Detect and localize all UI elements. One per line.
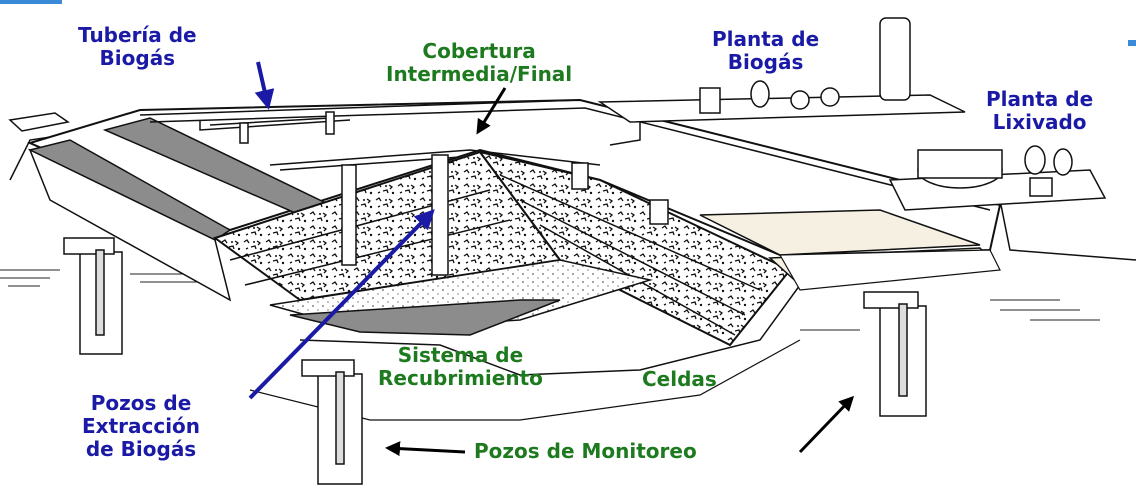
cell-divider-lines xyxy=(229,174,761,336)
gas-plant-label: Planta de Biogás xyxy=(712,28,819,74)
liner-system xyxy=(289,299,561,336)
leachate-plant-label-line-1: Planta de xyxy=(986,87,1094,111)
monitoring-well-left xyxy=(63,237,123,355)
liner-label: Sistema de Recubrimiento xyxy=(378,344,543,390)
gas-plant-label-line-2: Biogás xyxy=(727,50,804,74)
cells-label: Celdas xyxy=(642,367,717,391)
extraction-wells-label-line-2: Extracción xyxy=(82,414,201,438)
edge-accent-bar xyxy=(1128,40,1136,46)
leachate-plant xyxy=(888,145,1107,211)
gas-pipes xyxy=(139,99,1001,211)
extraction-wells-label-line-3: de Biogás xyxy=(85,437,197,461)
cover-label-line-1: Cobertura xyxy=(422,39,536,63)
right-slope xyxy=(778,249,1001,291)
extraction-wells xyxy=(239,111,669,276)
monitoring-arrow-left xyxy=(385,441,466,457)
liner-outline xyxy=(299,284,801,376)
final-cover-strip-cream-1 xyxy=(699,209,981,256)
extraction-wells-label: Pozos de Extracción de Biogás xyxy=(82,392,200,461)
liner-label-line-2: Recubrimiento xyxy=(378,366,543,390)
leachate-plant-label-line-2: Lixivado xyxy=(992,110,1087,134)
extraction-wells-label-line-1: Pozos de xyxy=(90,391,192,415)
cover-label-line-2: Intermedia/Final xyxy=(386,62,573,86)
cover-label: Cobertura Intermedia/Final xyxy=(386,40,572,86)
gas-pipe-label: Tubería de Biogás xyxy=(78,24,197,70)
gas-pipe-label-line-1: Tubería de xyxy=(78,23,197,47)
monitoring-wells-label: Pozos de Monitoreo xyxy=(474,439,697,463)
monitoring-arrow-right xyxy=(798,395,855,454)
survey-marker xyxy=(8,112,70,132)
monitoring-well-center xyxy=(301,359,363,485)
accent-bar xyxy=(0,0,62,4)
cover-arrow xyxy=(476,87,507,135)
ground-hatching xyxy=(0,269,1100,331)
gas-pipe-label-line-2: Biogás xyxy=(99,46,176,70)
gas-plant-label-line-1: Planta de xyxy=(712,27,820,51)
biogas-plant xyxy=(597,17,966,146)
extraction-well-arrow xyxy=(248,209,435,400)
gas-pipe-arrow xyxy=(254,61,275,110)
left-slope xyxy=(28,148,232,302)
monitoring-well-right xyxy=(863,291,927,417)
leachate-plant-label: Planta de Lixivado xyxy=(986,88,1093,134)
liner-label-line-1: Sistema de xyxy=(397,343,524,367)
